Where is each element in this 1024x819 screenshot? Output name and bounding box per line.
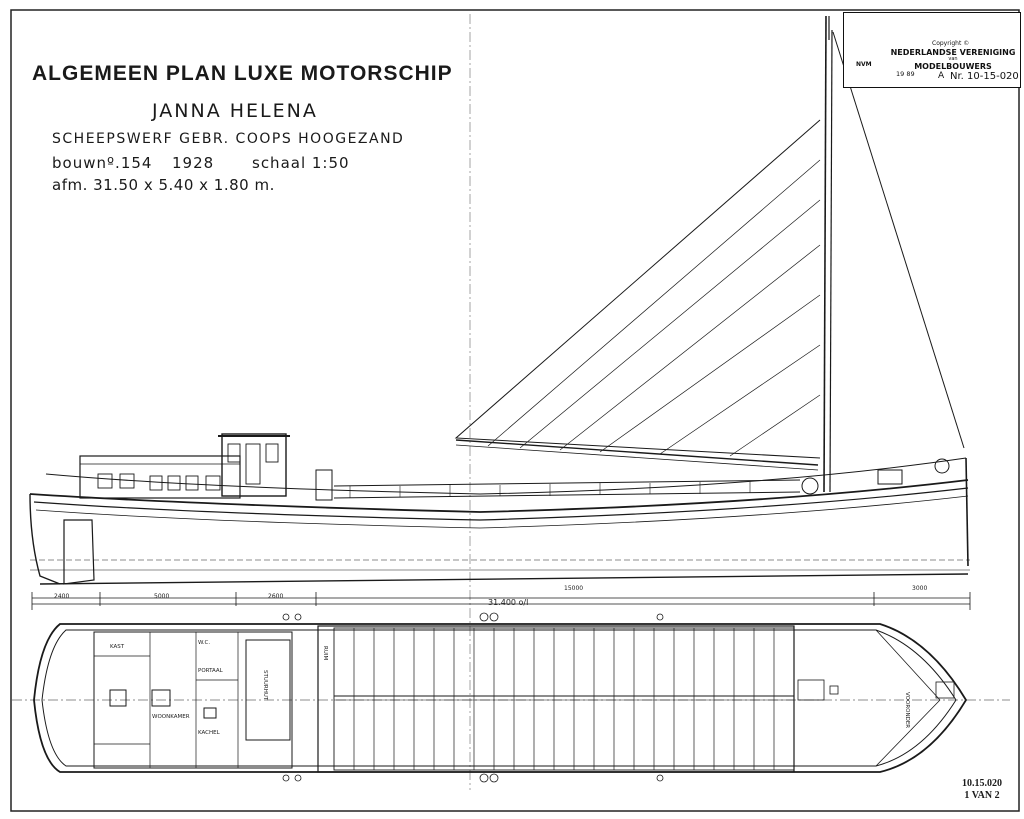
ship-name: JANNA HELENA (152, 100, 318, 122)
dimension-lines (12, 14, 1010, 790)
dim-label: 2400 (54, 593, 70, 600)
dim-label: 2600 (268, 593, 284, 600)
hatch-boards (353, 628, 775, 770)
room-label-portaal: PORTAAL (198, 668, 223, 674)
room-label-ruim: RUIM (322, 646, 328, 661)
ship-dimensions: afm. 31.50 x 5.40 x 1.80 m. (52, 176, 275, 194)
overall-length-label: 31.400 o/l (488, 598, 529, 607)
build-year: 1928 (172, 154, 215, 172)
title-block: Copyright © NVM NEDERLANDSE VERENIGING v… (843, 12, 1021, 88)
room-label-wc: W.C. (198, 640, 211, 646)
shipyard-name: SCHEEPSWERF GEBR. COOPS HOOGEZAND (52, 131, 405, 147)
deck-plan (33, 623, 968, 773)
deck-plan-fore (282, 612, 955, 783)
sheet-size: A (938, 71, 945, 81)
drawing-number: Nr. 10-15-020 (950, 71, 1019, 82)
drawing-title: ALGEMEEN PLAN LUXE MOTORSCHIP (32, 62, 453, 85)
drawing-scale: schaal 1:50 (252, 154, 350, 172)
room-label-kast: KAST (110, 644, 125, 650)
dim-label: 5000 (154, 593, 170, 600)
drawing-frame (10, 9, 1020, 812)
side-elevation (29, 15, 970, 585)
room-label-kachel: KACHEL (198, 730, 220, 736)
room-label-vooronder: VOORONDER (904, 692, 910, 729)
build-number: bouwnº.154 (52, 154, 153, 172)
date-value: 19 89 (896, 70, 915, 78)
organisation-name: NEDERLANDSE VERENIGING van MODELBOUWERS (890, 48, 1016, 71)
dim-label: 15000 (564, 585, 584, 592)
dim-label: 3000 (912, 585, 928, 592)
copyright-label: Copyright © (932, 40, 970, 47)
nvm-logo-icon: NVM (856, 61, 872, 68)
room-label-woonkamer: WOONKAMER (152, 714, 190, 720)
sheet-number: 10.15.020 1 VAN 2 (962, 778, 1002, 801)
room-label-stuurhut: STUURHUT (262, 670, 268, 701)
